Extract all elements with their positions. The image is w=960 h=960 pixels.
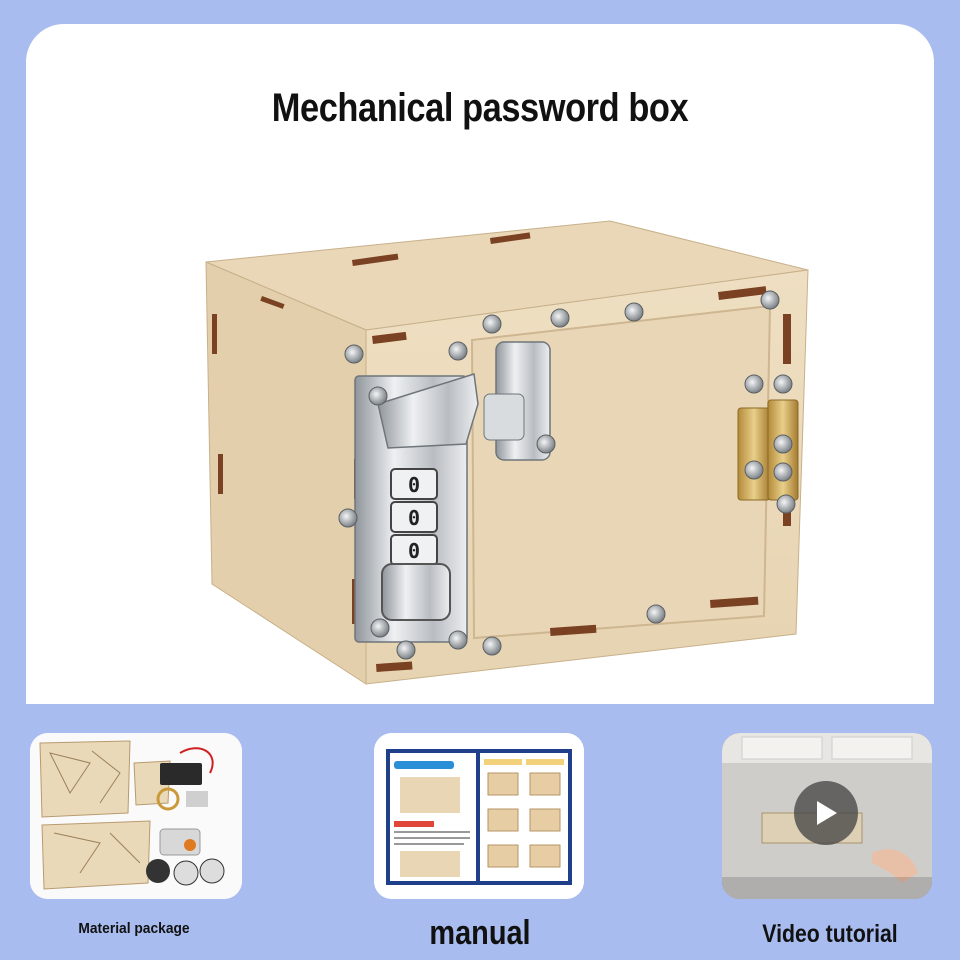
thumbnail-manual[interactable] (374, 733, 584, 899)
thumbnail-video-tutorial[interactable] (722, 733, 932, 899)
lock-digit-1: 0 (408, 473, 420, 497)
product-card: 0 0 0 Mechanical password box (26, 24, 934, 704)
lock-digit-2: 0 (408, 506, 420, 530)
play-button[interactable] (794, 781, 858, 845)
thumbnail-material-package[interactable] (30, 733, 242, 899)
play-icon (817, 801, 837, 825)
password-box-image: 0 0 0 (205, 220, 809, 685)
page-title: Mechanical password box (271, 86, 689, 130)
caption-material-package: Material package (78, 920, 190, 937)
lock-digit-3: 0 (408, 539, 420, 563)
caption-manual: manual (429, 914, 531, 952)
material-package-image (30, 733, 242, 899)
caption-video-tutorial: Video tutorial (762, 920, 898, 948)
manual-image (374, 733, 584, 899)
